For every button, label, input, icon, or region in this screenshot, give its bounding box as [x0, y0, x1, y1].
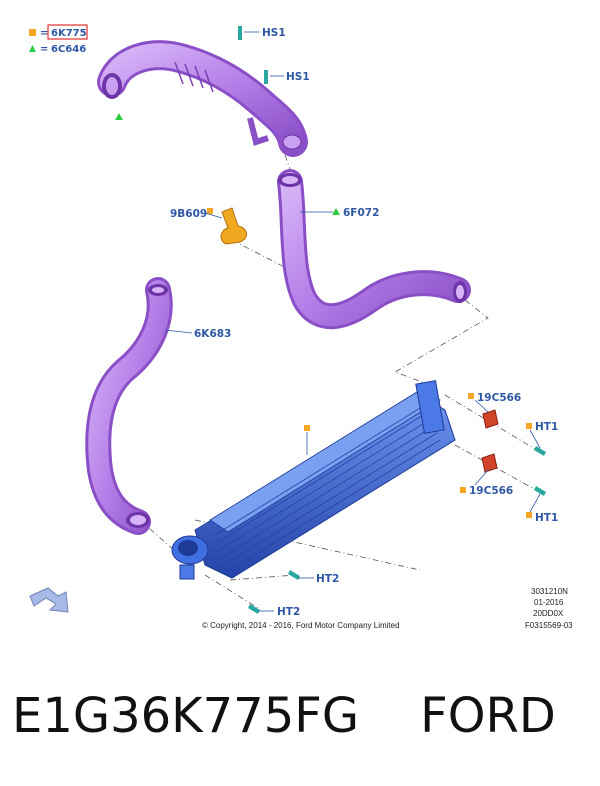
callout-pipe-upper: 6F072	[343, 207, 379, 219]
middle-charge-pipe	[277, 169, 471, 330]
document-reference: 3031210N 01-2016 20DD0X F0315569-03	[525, 587, 573, 630]
legend-square-icon	[29, 29, 36, 36]
upper-intake-hose	[97, 40, 308, 157]
legend-highlight-box	[47, 24, 88, 40]
marker-triangle-icon	[332, 208, 340, 215]
direction-arrow-icon	[29, 587, 69, 613]
marker-square-icon	[207, 208, 213, 214]
marker-square-icon	[526, 512, 532, 518]
intercooler-core	[171, 380, 456, 580]
brackets	[481, 409, 499, 473]
part-caption: E1G36K775FG FORD	[12, 688, 592, 744]
callout-markers	[115, 113, 532, 518]
callout-ht2-lower: HT2	[277, 606, 300, 618]
legend-triangle-equals: =	[40, 44, 48, 55]
marker-square-icon	[304, 425, 310, 431]
intercooler-hose-diagram: = 6K775 = 6C646	[29, 24, 573, 630]
legend-triangle-icon	[29, 45, 36, 52]
legend-square-label: 6K775	[51, 28, 87, 39]
callout-ht1-bottom: HT1	[535, 512, 558, 524]
callout-ht2-upper: HT2	[316, 573, 339, 585]
callouts: HS1 HS1 9B609 6F072 6K683 19C566 HT1 19C…	[170, 27, 558, 618]
callout-hs1-top: HS1	[262, 27, 286, 39]
caption-part-number: E1G36K775FG	[12, 688, 360, 744]
marker-square-icon	[468, 393, 474, 399]
doc-ref-line2: 01-2016	[534, 598, 564, 607]
callout-bracket-top: 19C566	[477, 392, 521, 404]
callout-bracket-bottom: 19C566	[469, 485, 513, 497]
leader-lines	[164, 31, 541, 612]
callout-pipe-left: 6K683	[194, 328, 231, 340]
legend-square-equals: =	[40, 28, 48, 39]
doc-ref-line3: 20DD0X	[533, 609, 564, 618]
caption-spacer	[359, 688, 420, 744]
marker-triangle-icon	[115, 113, 123, 120]
intercooler-fins	[214, 404, 441, 571]
callout-clip: 9B609	[170, 208, 207, 220]
left-charge-pipe	[85, 277, 173, 535]
copyright-text: © Copyright, 2014 - 2016, Ford Motor Com…	[202, 621, 400, 630]
marker-square-icon	[460, 487, 466, 493]
doc-ref-line4: F0315569-03	[525, 621, 573, 630]
callout-ht1-top: HT1	[535, 421, 558, 433]
callout-hs1-lower: HS1	[286, 71, 310, 83]
hose-clip	[220, 207, 247, 245]
doc-ref-line1: 3031210N	[531, 587, 568, 596]
legend-triangle-label: 6C646	[51, 44, 86, 55]
legend: = 6K775 = 6C646	[29, 24, 88, 55]
fasteners	[238, 26, 546, 614]
marker-square-icon	[526, 423, 532, 429]
caption-brand: FORD	[420, 688, 556, 744]
